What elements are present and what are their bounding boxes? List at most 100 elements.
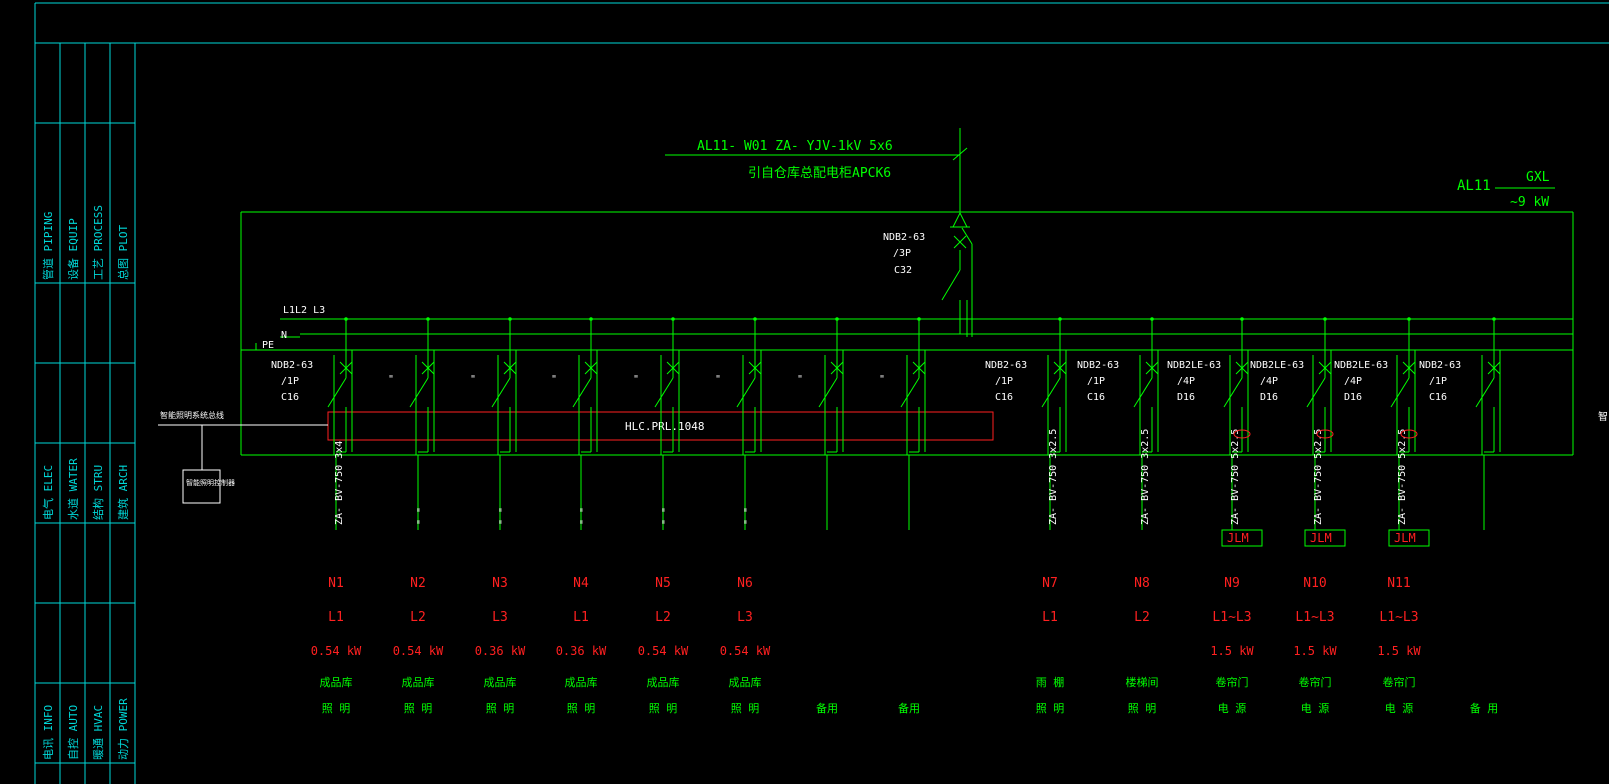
circuit-phase: L2 bbox=[410, 610, 426, 625]
busbar-tap-dot bbox=[1323, 317, 1327, 321]
breaker-spec: D16 bbox=[1344, 392, 1362, 403]
breaker-spec: /1P bbox=[1087, 376, 1105, 387]
circuit-power: 1.5 kW bbox=[1377, 644, 1421, 658]
breaker-spec: /4P bbox=[1344, 376, 1362, 387]
circuit-use: 雨 棚 bbox=[1036, 675, 1065, 689]
breaker-ditto: " bbox=[470, 374, 476, 385]
breaker-blade bbox=[818, 377, 838, 408]
strip-label: 建筑 ARCH bbox=[116, 465, 130, 520]
breaker-blade bbox=[736, 377, 756, 408]
circuit-power: 0.36 kW bbox=[556, 644, 607, 658]
circuit-phase: L1 bbox=[573, 610, 589, 625]
hlc-bus-link bbox=[158, 424, 328, 504]
circuit-id: N8 bbox=[1134, 576, 1150, 591]
circuit-use-2: 照 明 bbox=[1128, 702, 1157, 715]
circuit-use-2: 照 明 bbox=[404, 702, 433, 715]
breaker-blade bbox=[572, 377, 592, 408]
circuit-phase: L1 bbox=[328, 610, 344, 625]
circuit-use-2: 备 用 bbox=[1470, 701, 1499, 715]
main-breaker-rating: C32 bbox=[894, 265, 912, 276]
cable-spec: ZA- BV-750 3x2.5 bbox=[1048, 429, 1059, 525]
circuit-power: 0.54 kW bbox=[393, 644, 444, 658]
circuit-use-2: 照 明 bbox=[486, 702, 515, 715]
circuit-use: 成品库 bbox=[320, 676, 353, 689]
strip-label: 结构 STRU bbox=[91, 465, 105, 520]
cable-spec: " " bbox=[743, 507, 754, 525]
circuit-id: N4 bbox=[573, 576, 589, 591]
circuit-use-2: 电 源 bbox=[1218, 701, 1247, 715]
circuit-use-2: 备用 bbox=[898, 701, 920, 715]
circuit-use: 成品库 bbox=[565, 676, 598, 689]
breaker-spec: NDB2-63 bbox=[271, 360, 313, 371]
breaker-ditto: " bbox=[879, 374, 885, 385]
breaker-ditto: " bbox=[715, 374, 721, 385]
busbar-phase-label: L1L2 L3 bbox=[283, 305, 325, 316]
strip-label: 电讯 INFO bbox=[42, 705, 55, 760]
circuit-power: 0.36 kW bbox=[475, 644, 526, 658]
cable-spec: ZA- BV-750 5x2.5 bbox=[1397, 429, 1408, 525]
breaker-spec: /1P bbox=[281, 376, 299, 387]
breaker-blade bbox=[1390, 377, 1410, 408]
circuit-id: N10 bbox=[1303, 576, 1326, 591]
feeder-cable-label: AL11- W01 ZA- YJV-1kV 5x6 bbox=[697, 139, 893, 154]
breaker-ditto: " bbox=[797, 374, 803, 385]
busbar-tap-dot bbox=[1058, 317, 1062, 321]
circuit-power: 0.54 kW bbox=[720, 644, 771, 658]
breaker-ditto: " bbox=[633, 374, 639, 385]
circuit-use-2: 备用 bbox=[816, 701, 838, 715]
strip-label: 暖通 HVAC bbox=[92, 705, 105, 760]
busbar-tap-dot bbox=[1492, 317, 1496, 321]
breaker-blade bbox=[900, 377, 920, 408]
circuit-phase: L1~L3 bbox=[1379, 610, 1418, 625]
circuit-phase: L2 bbox=[655, 610, 671, 625]
hlc-controller-label: HLC.PRL.1048 bbox=[625, 420, 704, 433]
circuit-use: 成品库 bbox=[484, 676, 517, 689]
busbar-tap-dot bbox=[671, 317, 675, 321]
busbar-neutral-label: N bbox=[281, 330, 287, 341]
breaker-ditto: " bbox=[388, 374, 394, 385]
strip-label: 管道 PIPING bbox=[41, 212, 55, 280]
breaker-blade bbox=[654, 377, 674, 408]
feeder-source-label: 引自仓库总配电柜APCK6 bbox=[748, 165, 891, 181]
busbar-tap-dot bbox=[426, 317, 430, 321]
breaker-spec: /4P bbox=[1260, 376, 1278, 387]
main-breaker-poles: /3P bbox=[893, 248, 911, 259]
circuit-use: 卷帘门 bbox=[1216, 675, 1249, 689]
circuit-id: N5 bbox=[655, 576, 671, 591]
strip-label: 水道 WATER bbox=[66, 458, 80, 520]
breaker-blade bbox=[409, 377, 429, 408]
breaker-spec: /4P bbox=[1177, 376, 1195, 387]
panel-power: ~9 kW bbox=[1510, 195, 1549, 210]
breaker-spec: NDB2LE-63 bbox=[1167, 360, 1221, 371]
strip-label: 动力 POWER bbox=[117, 698, 130, 760]
circuit-phase: L3 bbox=[492, 610, 508, 625]
strip-label: 设备 EQUIP bbox=[66, 218, 80, 280]
busbar-pe-label: PE bbox=[262, 340, 274, 351]
jlm-label: JLM bbox=[1394, 531, 1416, 545]
cable-spec: " " bbox=[498, 507, 509, 525]
breaker-blade bbox=[1133, 377, 1153, 408]
busbar-tap-dot bbox=[1150, 317, 1154, 321]
circuit-phase: L1~L3 bbox=[1295, 610, 1334, 625]
breaker-ditto: " bbox=[551, 374, 557, 385]
circuit-use-2: 电 源 bbox=[1385, 701, 1414, 715]
breaker-spec: C16 bbox=[1087, 392, 1105, 403]
strip-label: 电气 ELEC bbox=[41, 465, 55, 520]
panel-id: AL11 GXL ~9 kW bbox=[1457, 170, 1555, 210]
breaker-blade bbox=[327, 377, 347, 408]
busbar-tap-dot bbox=[835, 317, 839, 321]
busbar-tap-dot bbox=[753, 317, 757, 321]
circuit-id: N1 bbox=[328, 576, 344, 591]
circuit-use-2: 照 明 bbox=[322, 702, 351, 715]
cable-spec: " " bbox=[416, 507, 427, 525]
circuit-id: N11 bbox=[1387, 576, 1410, 591]
breaker-blade bbox=[1306, 377, 1326, 408]
breaker-spec: C16 bbox=[1429, 392, 1447, 403]
circuit-phase: L1~L3 bbox=[1212, 610, 1251, 625]
strip-label: 自控 AUTO bbox=[66, 705, 80, 760]
circuit-id: N9 bbox=[1224, 576, 1240, 591]
circuit-use-2: 照 明 bbox=[567, 702, 596, 715]
circuit-phase: L3 bbox=[737, 610, 753, 625]
